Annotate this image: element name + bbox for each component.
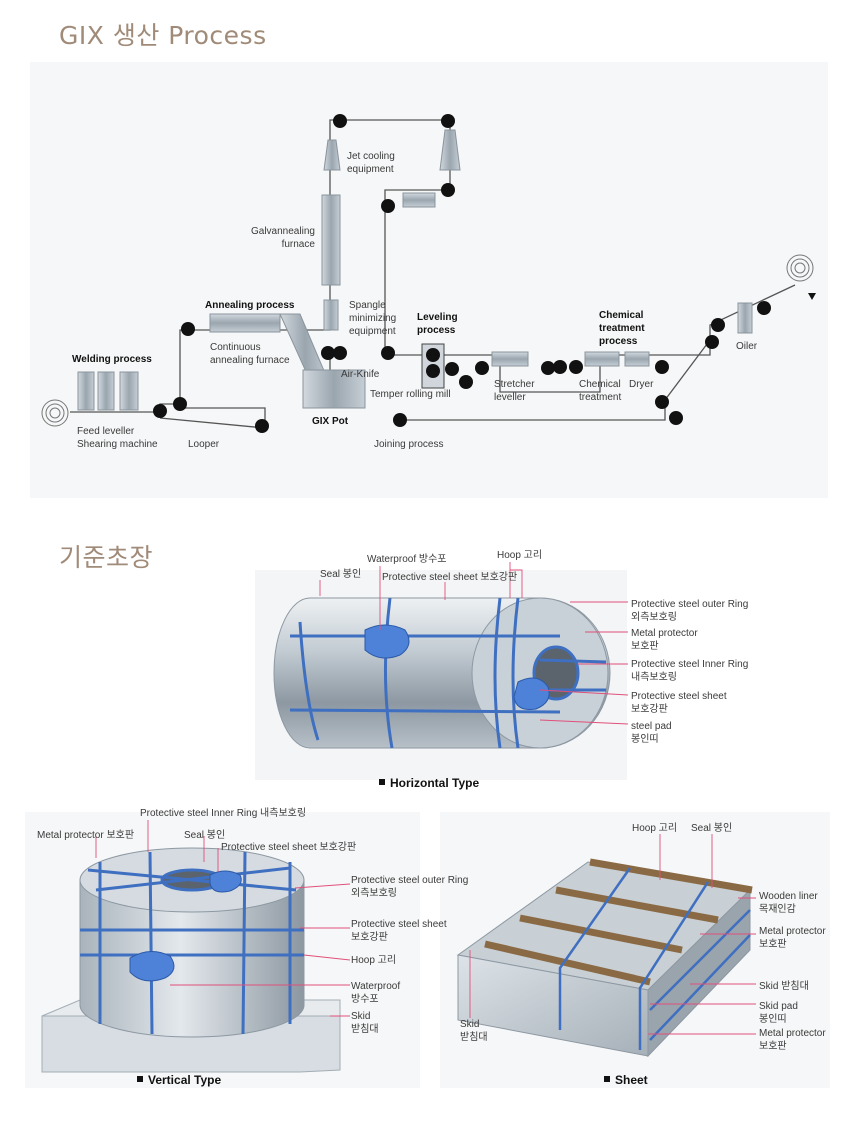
v-protective-sheet-right-label: Protective steel sheet 보호강판 xyxy=(351,919,447,943)
chem-treatment-label: Chemical treatment xyxy=(579,379,622,403)
v-outer-ring-label: Protective steel outer Ring 외측보호링 xyxy=(351,875,469,899)
v-protective-sheet-label: Protective steel sheet 보호강판 xyxy=(221,842,357,853)
dryer-label: Dryer xyxy=(629,379,654,390)
rollers xyxy=(153,114,771,433)
feed-leveller-label: Feed leveller Shearing machine xyxy=(77,426,158,450)
h-hoop-label: Hoop 고리 xyxy=(497,550,543,561)
h-seal-label: Seal 봉인 xyxy=(320,569,362,580)
s-wooden-liner-label: Wooden liner 목재인감 xyxy=(759,891,818,915)
h-steel-pad-label: steel pad 봉인띠 xyxy=(631,721,672,745)
sheet-pack xyxy=(456,834,756,1058)
annealing-heading: Annealing process xyxy=(205,300,295,311)
s-skid-left-label: Skid 받침대 xyxy=(460,1019,488,1043)
galvannealing-label: Galvannealing furnace xyxy=(251,226,315,250)
stretcher-label: Stretcher leveller xyxy=(494,379,535,403)
welding-heading: Welding process xyxy=(72,354,152,365)
jet-cooling-equipment xyxy=(439,129,461,171)
coil-spools xyxy=(41,254,814,427)
continuous-annealing-furnace xyxy=(209,313,281,333)
v-waterproof-label: Waterproof 방수포 xyxy=(351,981,401,1005)
chemical-heading: Chemical treatment process xyxy=(599,310,645,347)
dryer xyxy=(624,351,650,367)
continuous-furnace-label: Continuous annealing furnace xyxy=(210,342,290,366)
sheet-caption: Sheet xyxy=(604,1073,648,1087)
s-skid-pad-label: Skid pad 봉인띠 xyxy=(759,1001,798,1025)
h-protective-sheet-label: Protective steel sheet 보호강판 xyxy=(382,572,518,583)
s-metal-protector-top-label: Metal protector 보호판 xyxy=(759,926,826,950)
vertical-coil xyxy=(41,820,351,1073)
s-metal-protector-bottom-label: Metal protector 보호판 xyxy=(759,1028,826,1052)
v-hoop-label: Hoop 고리 xyxy=(351,955,397,966)
horizontal-coil xyxy=(273,562,629,749)
horizontal-caption: Horizontal Type xyxy=(379,776,479,790)
joining-label: Joining process xyxy=(374,439,444,450)
packing-title: 기준초장 xyxy=(59,543,154,572)
temper-mill-label: Temper rolling mill xyxy=(370,389,451,400)
chemical-tank xyxy=(584,351,620,367)
s-skid-right-label: Skid 받침대 xyxy=(759,981,809,992)
air-knife-label: Air-Knife xyxy=(341,369,380,380)
leveling-heading: Leveling process xyxy=(417,312,458,336)
spangle-label: Spangle minimizing equipment xyxy=(349,300,397,337)
oiler-label: Oiler xyxy=(736,341,758,352)
v-seal-label: Seal 봉인 xyxy=(184,830,226,841)
h-metal-protector-label: Metal protector 보호판 xyxy=(631,628,698,652)
spangle-equipment xyxy=(323,299,339,331)
gix-pot-label: GIX Pot xyxy=(312,416,349,427)
v-metal-protector-label: Metal protector 보호판 xyxy=(37,830,135,841)
feed-leveller-equipment xyxy=(77,371,139,411)
galvannealing-furnace xyxy=(321,194,341,286)
oiler xyxy=(737,302,753,334)
h-outer-ring-label: Protective steel outer Ring 외측보호링 xyxy=(631,599,749,623)
h-inner-ring-label: Protective steel Inner Ring 내측보호링 xyxy=(631,659,749,683)
vertical-caption: Vertical Type xyxy=(137,1073,221,1087)
process-title: GIX 생산 Process xyxy=(59,21,267,50)
v-skid-label: Skid 받침대 xyxy=(351,1011,379,1035)
jet-cooling-label: Jet cooling equipment xyxy=(347,151,395,175)
h-waterproof-label: Waterproof 방수포 xyxy=(367,554,447,565)
s-seal-label: Seal 봉인 xyxy=(691,823,733,834)
stretcher-leveller xyxy=(491,351,529,367)
process-diagram-panel xyxy=(30,62,828,498)
gix-pot xyxy=(302,369,366,409)
looper-label: Looper xyxy=(188,439,220,450)
s-hoop-label: Hoop 고리 xyxy=(632,823,678,834)
v-inner-ring-label: Protective steel Inner Ring 내측보호링 xyxy=(140,808,307,819)
h-protective-sheet-right-label: Protective steel sheet 보호강판 xyxy=(631,691,727,715)
